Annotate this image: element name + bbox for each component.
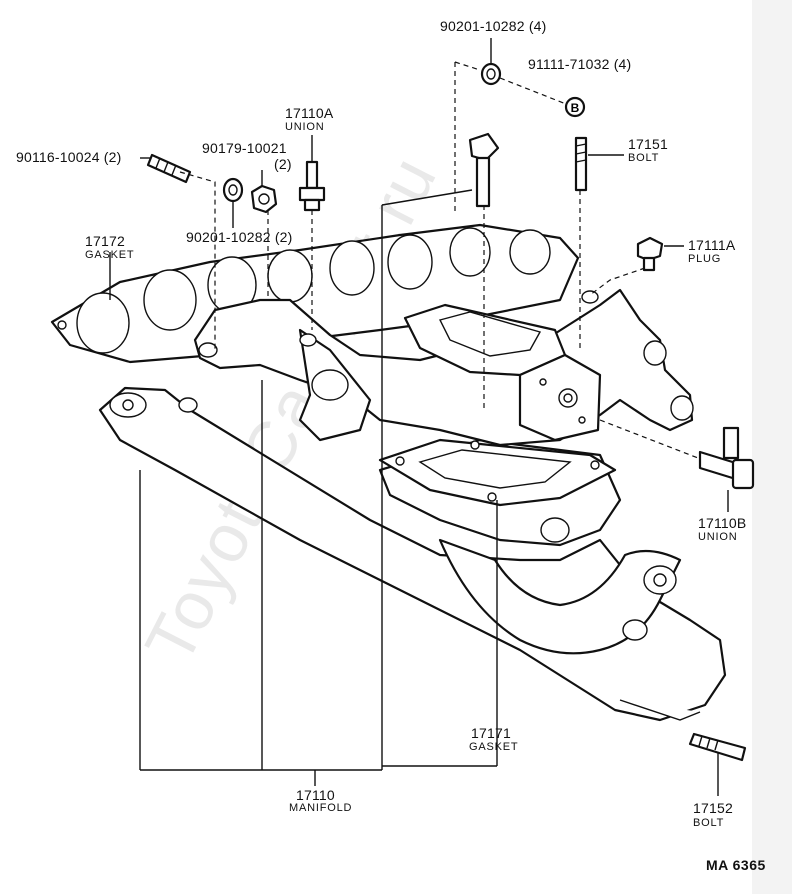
callout-90116-10024: 90116-10024 (2): [16, 149, 122, 165]
callout-90201-10282-top: 90201-10282 (4): [440, 18, 547, 34]
callout-90201-10282-left: 90201-10282 (2): [186, 229, 293, 245]
callout-17110: 17110: [296, 787, 335, 803]
heat-gasket-17171[interactable]: [378, 438, 617, 507]
scan-edge-band: [752, 0, 792, 894]
exhaust-manifold[interactable]: [98, 386, 727, 722]
callout-90179-qty: (2): [274, 156, 292, 172]
callout-17172: 17172: [85, 233, 125, 249]
bolt-long-carb[interactable]: [468, 132, 500, 208]
marker-b-circle: B: [564, 96, 586, 118]
callout-17110A: 17110A: [285, 105, 334, 121]
union-17110B[interactable]: [698, 426, 755, 490]
callout-17152: 17152: [693, 800, 733, 816]
label-bolt-a: BOLT: [628, 152, 660, 164]
label-plug: PLUG: [688, 253, 722, 265]
callout-17171: 17171: [471, 725, 511, 741]
callout-17151: 17151: [628, 136, 668, 152]
stud-17152[interactable]: [688, 732, 747, 762]
label-union-a: UNION: [285, 121, 325, 133]
washer-90201-top[interactable]: [480, 62, 502, 86]
intake-gasket-17172[interactable]: [50, 223, 580, 364]
intake-manifold[interactable]: [193, 288, 694, 447]
label-manifold: MANIFOLD: [289, 802, 353, 814]
plug-17111A[interactable]: [636, 236, 664, 272]
union-17110A[interactable]: [298, 160, 326, 212]
callout-17110B: 17110B: [698, 515, 747, 531]
callout-91111-71032: 91111-71032 (4): [528, 56, 632, 72]
callout-17111A: 17111A: [688, 237, 736, 253]
leader-lines: [109, 38, 729, 796]
stud-90116[interactable]: [146, 153, 192, 184]
nut-90179[interactable]: [250, 184, 278, 214]
washer-90201-left[interactable]: [222, 177, 244, 203]
label-union-b: UNION: [698, 531, 738, 543]
label-gasket-b: GASKET: [469, 741, 519, 753]
callout-90179-10021: 90179-10021: [202, 140, 287, 156]
label-bolt-b: BOLT: [693, 817, 725, 829]
label-gasket-a: GASKET: [85, 249, 135, 261]
assembly-dash-lines: [179, 61, 699, 459]
stud-17151[interactable]: [574, 136, 588, 192]
marker-b-text: B: [571, 101, 580, 115]
drawing-reference: MA 6365: [706, 857, 766, 873]
